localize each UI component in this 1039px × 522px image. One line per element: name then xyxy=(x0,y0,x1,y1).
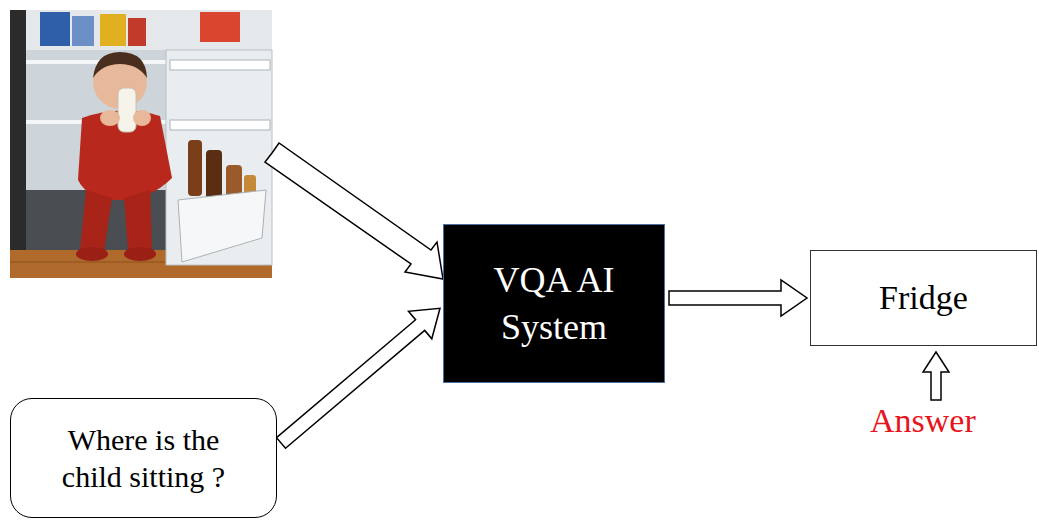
text-stack: Where is the child sitting ? xyxy=(41,421,246,496)
answer-pointer-arrow xyxy=(923,352,949,400)
photo-child-in-fridge xyxy=(10,10,272,278)
node-text: Fridge xyxy=(879,278,968,319)
hollow-arrow xyxy=(277,308,441,448)
image-input-arrow xyxy=(265,143,443,279)
hollow-arrow xyxy=(669,280,807,316)
question-box: Where is the child sitting ? xyxy=(10,398,277,518)
text-stack: Fridge xyxy=(879,278,968,319)
model-box: VQA AI System xyxy=(443,224,665,383)
text-stack: VQA AI System xyxy=(459,257,649,351)
node-text: Where is the child sitting ? xyxy=(41,421,246,496)
node-text: VQA AI System xyxy=(459,257,649,351)
answer-label: Answer xyxy=(870,402,976,439)
answer-box: Fridge xyxy=(810,250,1037,346)
